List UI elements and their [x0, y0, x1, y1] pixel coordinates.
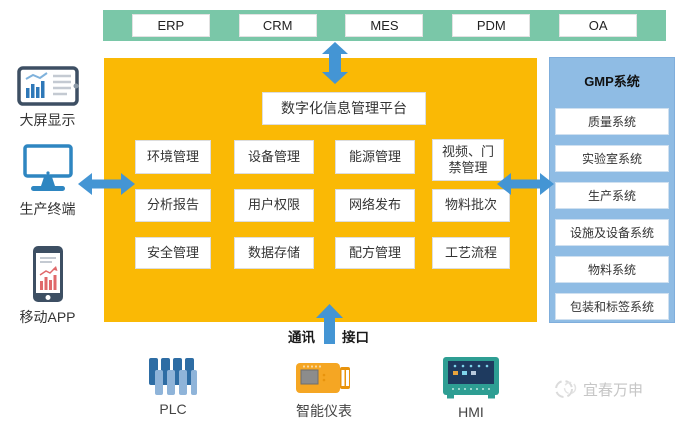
device-label: PLC: [159, 401, 187, 417]
left-item-production-terminal: 生产终端: [0, 143, 95, 219]
module-box-network: 网络发布: [335, 189, 415, 222]
hmi-panel-icon: [443, 357, 499, 399]
device-label: HMI: [458, 404, 484, 420]
comm-label: 通讯: [288, 330, 315, 345]
system-box-erp: ERP: [131, 14, 210, 37]
gmp-panel: GMP系统 质量系统 实验室系统 生产系统 设施及设备系统 物料系统 包装和标签…: [549, 57, 675, 323]
module-box-process-flow: 工艺流程: [432, 237, 510, 269]
platform-title-box: 数字化信息管理平台: [262, 92, 426, 125]
module-box-material-batch: 物料批次: [432, 189, 510, 222]
instrument-icon: [296, 363, 350, 393]
module-box-user-rights: 用户权限: [234, 189, 314, 222]
gmp-box-packaging-label: 包装和标签系统: [555, 293, 669, 320]
watermark-text: 宜春万申: [583, 381, 644, 399]
port-label: 接口: [342, 330, 369, 345]
device-hmi: HMI: [423, 357, 519, 420]
watermark-logo-icon: [555, 380, 577, 398]
module-box-data-storage: 数据存储: [234, 237, 314, 269]
gmp-box-production: 生产系统: [555, 182, 669, 209]
device-instrument: 智能仪表: [276, 358, 372, 421]
phone-chart-icon: [32, 246, 63, 302]
bottom-up-arrow-icon: [316, 304, 343, 344]
device-plc: PLC: [125, 358, 221, 417]
top-double-arrow-icon: [322, 42, 348, 84]
gmp-box-quality: 质量系统: [555, 108, 669, 135]
right-double-arrow-icon: [497, 173, 554, 195]
gmp-title: GMP系统: [584, 74, 640, 89]
system-box-oa: OA: [559, 14, 638, 37]
gmp-box-laboratory: 实验室系统: [555, 145, 669, 172]
module-box-equipment: 设备管理: [234, 140, 314, 174]
left-item-label: 大屏显示: [19, 112, 76, 128]
left-item-label: 生产终端: [19, 201, 76, 217]
gmp-box-material: 物料系统: [555, 256, 669, 283]
top-systems-bar: ERP CRM MES PDM OA: [103, 10, 666, 41]
module-box-safety: 安全管理: [135, 237, 211, 269]
module-box-recipe: 配方管理: [335, 237, 415, 269]
monitor-icon: [22, 144, 73, 191]
left-item-screen-display: 大屏显示: [0, 66, 95, 130]
plc-icon: [149, 358, 197, 395]
system-box-mes: MES: [345, 14, 424, 37]
gmp-box-facility-equipment: 设施及设备系统: [555, 219, 669, 246]
module-box-environment: 环境管理: [135, 140, 211, 174]
module-box-energy: 能源管理: [335, 140, 415, 174]
left-double-arrow-icon: [78, 173, 135, 195]
system-box-pdm: PDM: [452, 14, 531, 37]
watermark: 宜春万申: [553, 376, 643, 402]
system-box-crm: CRM: [238, 14, 317, 37]
module-box-video-access: 视频、门禁管理: [432, 139, 504, 181]
device-label: 智能仪表: [296, 403, 352, 419]
left-item-mobile-app: 移动APP: [0, 245, 95, 327]
module-box-analysis: 分析报告: [135, 189, 211, 222]
screen-chart-icon: [16, 66, 79, 106]
left-item-label: 移动APP: [19, 309, 76, 325]
